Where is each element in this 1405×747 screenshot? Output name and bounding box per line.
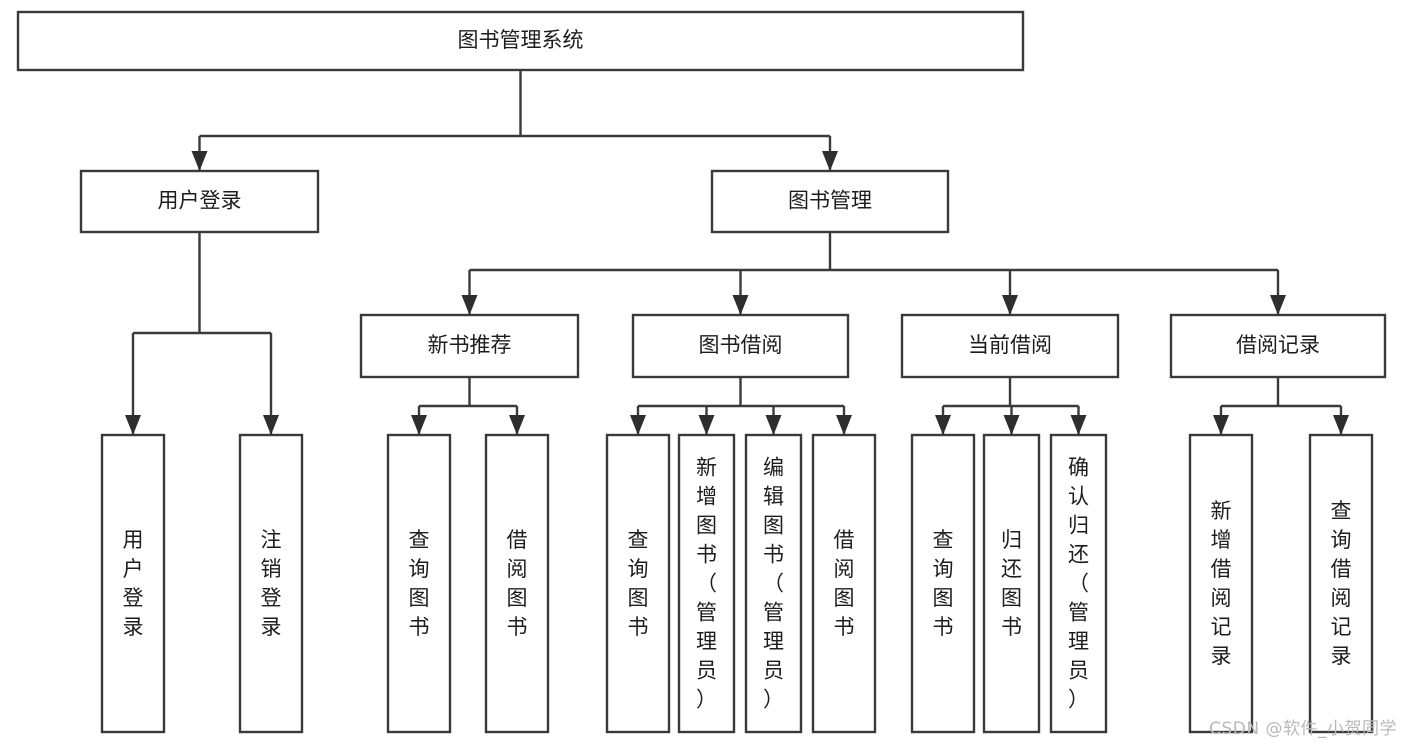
node-box-query-book-3 (910, 433, 976, 734)
node-label-query-book-1: 查询图书 (409, 528, 430, 639)
node-box-user-logout (238, 433, 304, 734)
node-box-borrow-book-2 (811, 433, 877, 734)
node-book-borrow[interactable]: 图书借阅 (631, 313, 850, 379)
node-edit-book[interactable]: 编辑图书（管理员） (744, 433, 803, 734)
arrow-head-icon (461, 295, 478, 315)
node-user-logout[interactable]: 注销登录 (238, 433, 304, 734)
node-label-borrow-record: 借阅记录 (1236, 333, 1320, 357)
arrow-head-icon (263, 415, 279, 435)
node-label-query-book-2: 查询图书 (628, 528, 649, 639)
node-label-new-book-rec: 新书推荐 (428, 333, 512, 357)
node-box-user-login (79, 169, 320, 234)
node-add-book[interactable]: 新增图书（管理员） (677, 433, 736, 734)
arrow-head-icon (1003, 415, 1020, 435)
node-label-add-book: 新增图书（管理员） (696, 456, 717, 712)
node-layer: 图书管理系统用户登录用户登录注销登录图书管理新书推荐查询图书借阅图书图书借阅查询… (16, 10, 1387, 734)
arrow-head-icon (191, 151, 208, 171)
node-label-user-logout: 注销登录 (261, 528, 282, 639)
node-box-query-borrow-record (1308, 433, 1374, 734)
arrow-head-icon (1002, 295, 1018, 315)
node-query-book-2[interactable]: 查询图书 (605, 433, 671, 734)
node-label-book-borrow: 图书借阅 (699, 333, 783, 357)
node-box-query-book-1 (386, 433, 452, 734)
node-borrow-record[interactable]: 借阅记录 (1169, 313, 1387, 379)
arrow-head-icon (630, 415, 646, 435)
connector-layer (125, 70, 1349, 435)
node-box-add-book (677, 433, 736, 734)
node-label-book-manage: 图书管理 (788, 189, 872, 213)
node-label-edit-book: 编辑图书（管理员） (763, 456, 784, 712)
watermark-label: CSDN @软件_小贺同学 (1209, 719, 1397, 739)
node-root[interactable]: 图书管理系统 (16, 10, 1025, 72)
node-book-manage[interactable]: 图书管理 (710, 169, 950, 234)
node-query-borrow-record[interactable]: 查询借阅记录 (1308, 433, 1374, 734)
node-box-root (16, 10, 1025, 72)
node-label-current-borrow: 当前借阅 (968, 333, 1052, 357)
node-box-borrow-book-1 (484, 433, 550, 734)
arrow-head-icon (509, 415, 525, 435)
node-label-confirm-return: 确认归还（管理员） (1068, 456, 1089, 712)
node-label-return-book: 归还图书 (1001, 528, 1022, 639)
node-label-borrow-book-2: 借阅图书 (834, 528, 855, 639)
arrow-head-icon (125, 415, 141, 435)
arrow-head-icon (732, 295, 749, 315)
node-box-query-book-2 (605, 433, 671, 734)
node-label-borrow-book-1: 借阅图书 (507, 528, 528, 639)
node-new-book-rec[interactable]: 新书推荐 (359, 313, 580, 379)
node-label-query-book-3: 查询图书 (933, 528, 954, 639)
node-current-borrow[interactable]: 当前借阅 (900, 313, 1120, 379)
node-user-login-do[interactable]: 用户登录 (100, 433, 166, 734)
node-box-borrow-record (1169, 313, 1387, 379)
node-borrow-book-1[interactable]: 借阅图书 (484, 433, 550, 734)
node-box-user-login-do (100, 433, 166, 734)
node-query-book-3[interactable]: 查询图书 (910, 433, 976, 734)
arrow-head-icon (822, 151, 838, 171)
node-box-add-borrow-record (1188, 433, 1254, 734)
arrow-head-icon (765, 415, 782, 435)
node-label-root: 图书管理系统 (458, 28, 584, 52)
node-box-book-borrow (631, 313, 850, 379)
node-box-confirm-return (1049, 433, 1108, 734)
arrow-head-icon (698, 415, 715, 435)
node-box-book-manage (710, 169, 950, 234)
arrow-head-icon (1333, 415, 1349, 435)
node-label-query-borrow-record: 查询借阅记录 (1331, 499, 1352, 668)
arrow-head-icon (935, 415, 951, 435)
arrow-head-icon (1070, 415, 1087, 435)
node-box-edit-book (744, 433, 803, 734)
node-borrow-book-2[interactable]: 借阅图书 (811, 433, 877, 734)
node-confirm-return[interactable]: 确认归还（管理员） (1049, 433, 1108, 734)
node-add-borrow-record[interactable]: 新增借阅记录 (1188, 433, 1254, 734)
node-box-return-book (982, 433, 1041, 734)
node-query-book-1[interactable]: 查询图书 (386, 433, 452, 734)
arrow-head-icon (1270, 295, 1286, 315)
node-label-add-borrow-record: 新增借阅记录 (1211, 499, 1232, 668)
node-box-current-borrow (900, 313, 1120, 379)
node-label-user-login: 用户登录 (158, 189, 242, 213)
arrow-head-icon (836, 415, 852, 435)
node-return-book[interactable]: 归还图书 (982, 433, 1041, 734)
node-label-user-login-do: 用户登录 (123, 528, 144, 639)
arrow-head-icon (411, 415, 427, 435)
node-user-login[interactable]: 用户登录 (79, 169, 320, 234)
arrow-head-icon (1213, 415, 1229, 435)
node-box-new-book-rec (359, 313, 580, 379)
